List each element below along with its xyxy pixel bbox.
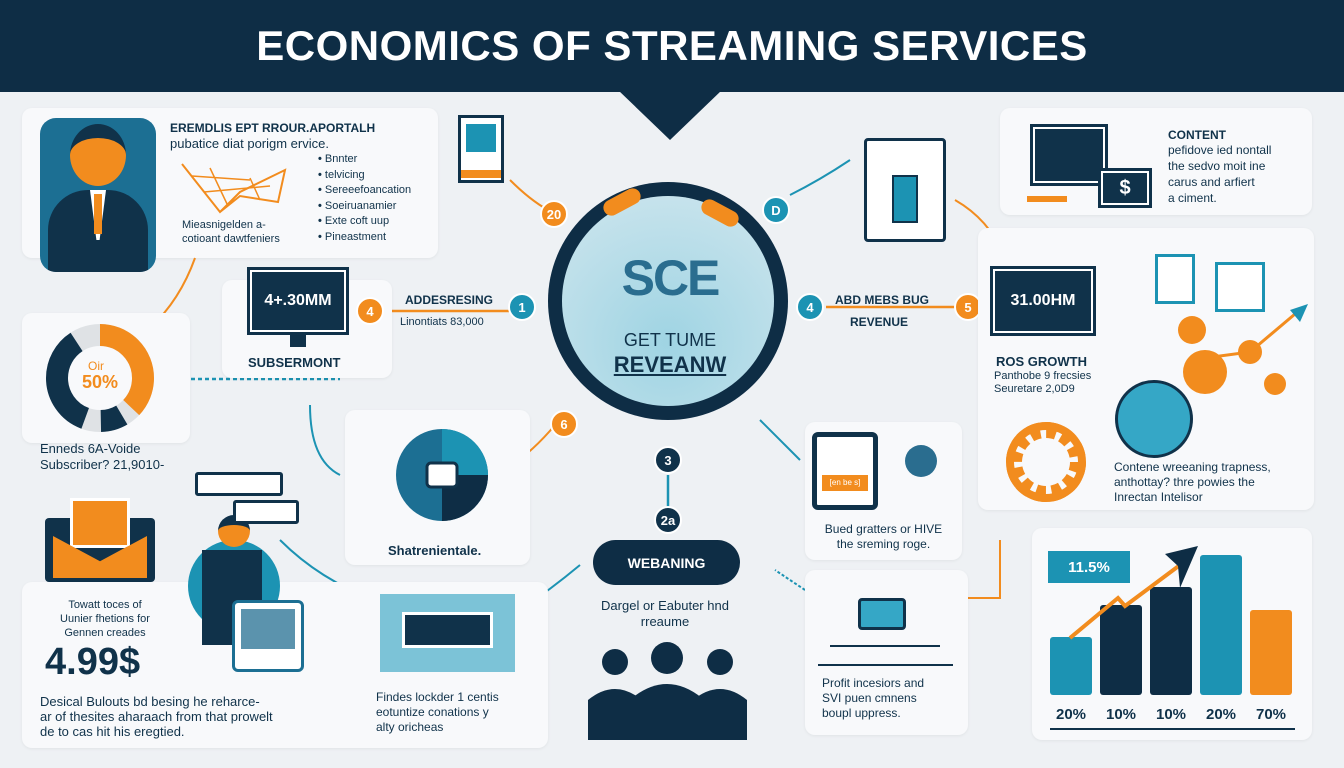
market-bullet-list: BnntertelvicingSereeefoancationSoeiruana… [318,152,411,245]
tablet-icon: [en be s] [812,432,878,510]
bar-tick-label: 70% [1255,706,1287,723]
page-title: ECONOMICS OF STREAMING SERVICES [256,22,1088,69]
pie-caption: Shatrenientale. [388,543,482,558]
monitor-stand [290,335,306,347]
subscription-label: SUBSERMONT [248,355,341,370]
price-value: 4.99$ [45,641,141,683]
tablet-screen-label: [en be s] [822,475,868,491]
pricing-body: Desical Bulouts bd besing he reharce-ar … [40,694,273,739]
monitor-base [1027,196,1067,202]
step-badge: 20 [540,200,568,228]
chart-baseline [1050,728,1295,730]
advertising-subtitle: Linontiats 83,000 [400,316,484,328]
divider [830,645,940,647]
revenue-badge-left: 4 [796,293,824,321]
bar-tick-label: 20% [1055,706,1087,723]
center-logo: SCE [621,250,721,306]
trend-arrow-icon [1068,546,1198,640]
growth-trend-icon [1178,304,1308,395]
advertising-badge-left: 4 [356,297,384,325]
content-title: CONTENT [1168,128,1226,142]
network-icon [905,445,937,477]
growth-highlight-label: 11.5% [1048,551,1130,583]
map-icon [181,163,287,214]
growth-title: ROS GROWTH [996,354,1087,369]
bar-B [1100,605,1142,695]
revenue-subtitle: REVENUE [850,315,909,329]
donut-value: 50% [82,372,119,392]
clipboard-icon [864,138,946,242]
bar-C [1150,587,1192,695]
vr-headset-icon [858,598,906,630]
growth-caption: Contene wreeaning trapness,anthottay? th… [1114,460,1271,504]
market-heading: EREMDLIS EPT RROUR.APORTALH [170,121,376,135]
market-subheading: pubatice diat porigm ervice. [170,136,329,151]
growth-monitor: 31.00HM [990,266,1096,336]
step-badge-3a: 2a [654,506,682,534]
donut-label-top: Oir [88,359,104,373]
market-caption: Mieasnigelden a-cotioant dawtfeniers [182,219,280,245]
gear-icon [1006,422,1086,502]
pie-badge: 6 [550,410,578,438]
document-icon-3 [1215,262,1265,312]
header-notch [618,90,722,140]
clipboard-badge: D [762,196,790,224]
stat-card-icon-1 [195,472,283,496]
bar-D [1200,554,1242,695]
advertising-badge-right: 1 [508,293,536,321]
subscriber-donut-chart [46,324,154,432]
content-monitor-icon [1030,124,1108,186]
advertising-title: ADDESRESING [405,293,494,307]
center-line2: REVEANW [613,352,727,377]
people-group-icon [588,642,747,740]
bar-tick-label: 10% [1155,706,1187,723]
bar-A [1050,637,1092,695]
envelope-icon [45,498,155,582]
pie-chart-icon [396,429,488,521]
weaning-pill: WEBANING [593,540,740,585]
bar-tick-label: 10% [1105,706,1137,723]
businessman-icon [40,118,156,272]
tv-icon [232,600,304,672]
dollar-icon: $ [1098,168,1152,208]
center-hub [548,182,788,420]
globe-icon [1115,380,1193,458]
subscription-monitor: 4+.30MM [247,267,349,335]
step-badge-3: 3 [654,446,682,474]
center-line1: GET TUME [623,330,717,350]
document-icon [458,115,504,183]
document-icon-2 [1155,254,1195,304]
city-devices-icon [380,594,515,672]
revenue-title: ABD MEBS BUG [835,293,930,307]
stat-card-icon-2 [233,500,299,524]
profit-card [805,570,968,735]
bar-tick-label: 20% [1205,706,1237,723]
divider-2 [818,664,953,666]
bar-E [1250,610,1292,695]
header: ECONOMICS OF STREAMING SERVICES [0,0,1344,92]
